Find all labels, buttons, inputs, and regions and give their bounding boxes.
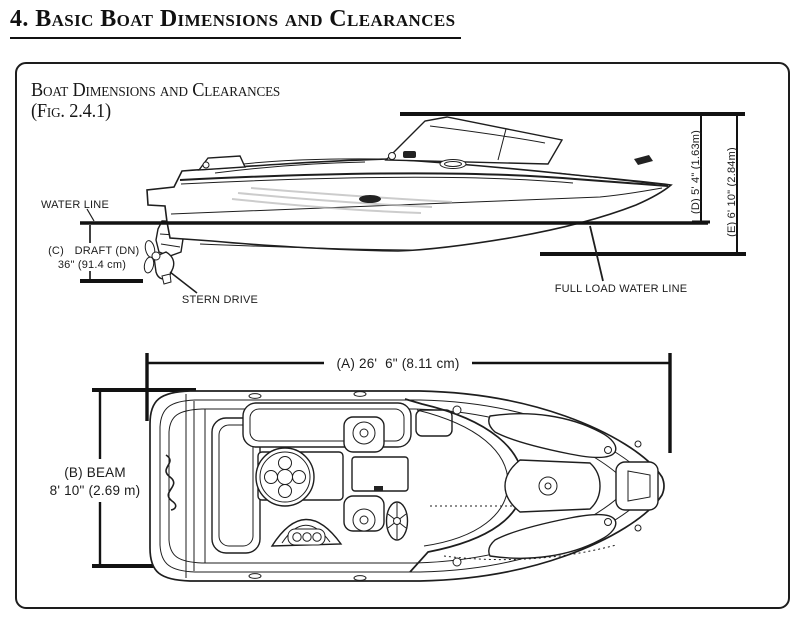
water-line-label: WATER LINE — [41, 199, 109, 211]
dimension-e-label: (E) 6' 10" (2.84m) — [726, 147, 738, 237]
plan-cockpit — [211, 398, 617, 573]
draft-name-label: DRAFT (DN) — [75, 245, 140, 257]
stern-drive-leader — [169, 271, 198, 294]
beam-value-label: 8' 10" (2.69 m) — [50, 483, 141, 498]
length-dimension-label: (A) 26' 6" (8.11 cm) — [336, 356, 459, 371]
top-view-drawing: (A) 26' 6" (8.11 cm) (B) BEAM 8' 10" (2.… — [50, 353, 672, 582]
dimension-d-label: (D) 5' 4" (1.63m) — [690, 130, 702, 214]
figure-heading-text: Boat Dimensions and Clearances — [31, 80, 281, 101]
water-line-leader — [86, 208, 95, 222]
figure-heading: Boat Dimensions and Clearances (Fig. 2.4… — [31, 80, 280, 123]
length-dimension — [145, 353, 672, 453]
page-title: 4. Basic Boat Dimensions and Clearances — [10, 6, 462, 39]
deck-hardware — [197, 151, 653, 203]
stern-drive-label: STERN DRIVE — [182, 294, 258, 306]
draft-value-label: 36" (91.4 cm) — [58, 259, 126, 271]
brand-logo-swirl — [165, 454, 177, 511]
full-load-leader — [589, 225, 604, 282]
steering-wheel — [385, 501, 409, 541]
cleat — [403, 151, 416, 158]
hull-shading — [237, 192, 433, 208]
chine-line — [170, 187, 663, 215]
windshield — [384, 116, 564, 165]
full-load-water-line-label: FULL LOAD WATER LINE — [555, 283, 688, 295]
beam-label: (B) BEAM — [64, 465, 126, 480]
figure-box — [15, 62, 790, 609]
draft-letter-label: (C) — [48, 245, 64, 257]
plan-bow-seating — [248, 391, 659, 581]
exhaust-port — [359, 195, 381, 203]
figure-number: (Fig. 2.4.1) — [31, 101, 111, 123]
draft-dimension — [80, 225, 143, 283]
rub-rail — [179, 172, 669, 187]
side-view-drawing: WATER LINE (C) DRAFT (DN) 36" (91.4 cm) … — [41, 112, 746, 306]
bow-light — [634, 155, 653, 165]
